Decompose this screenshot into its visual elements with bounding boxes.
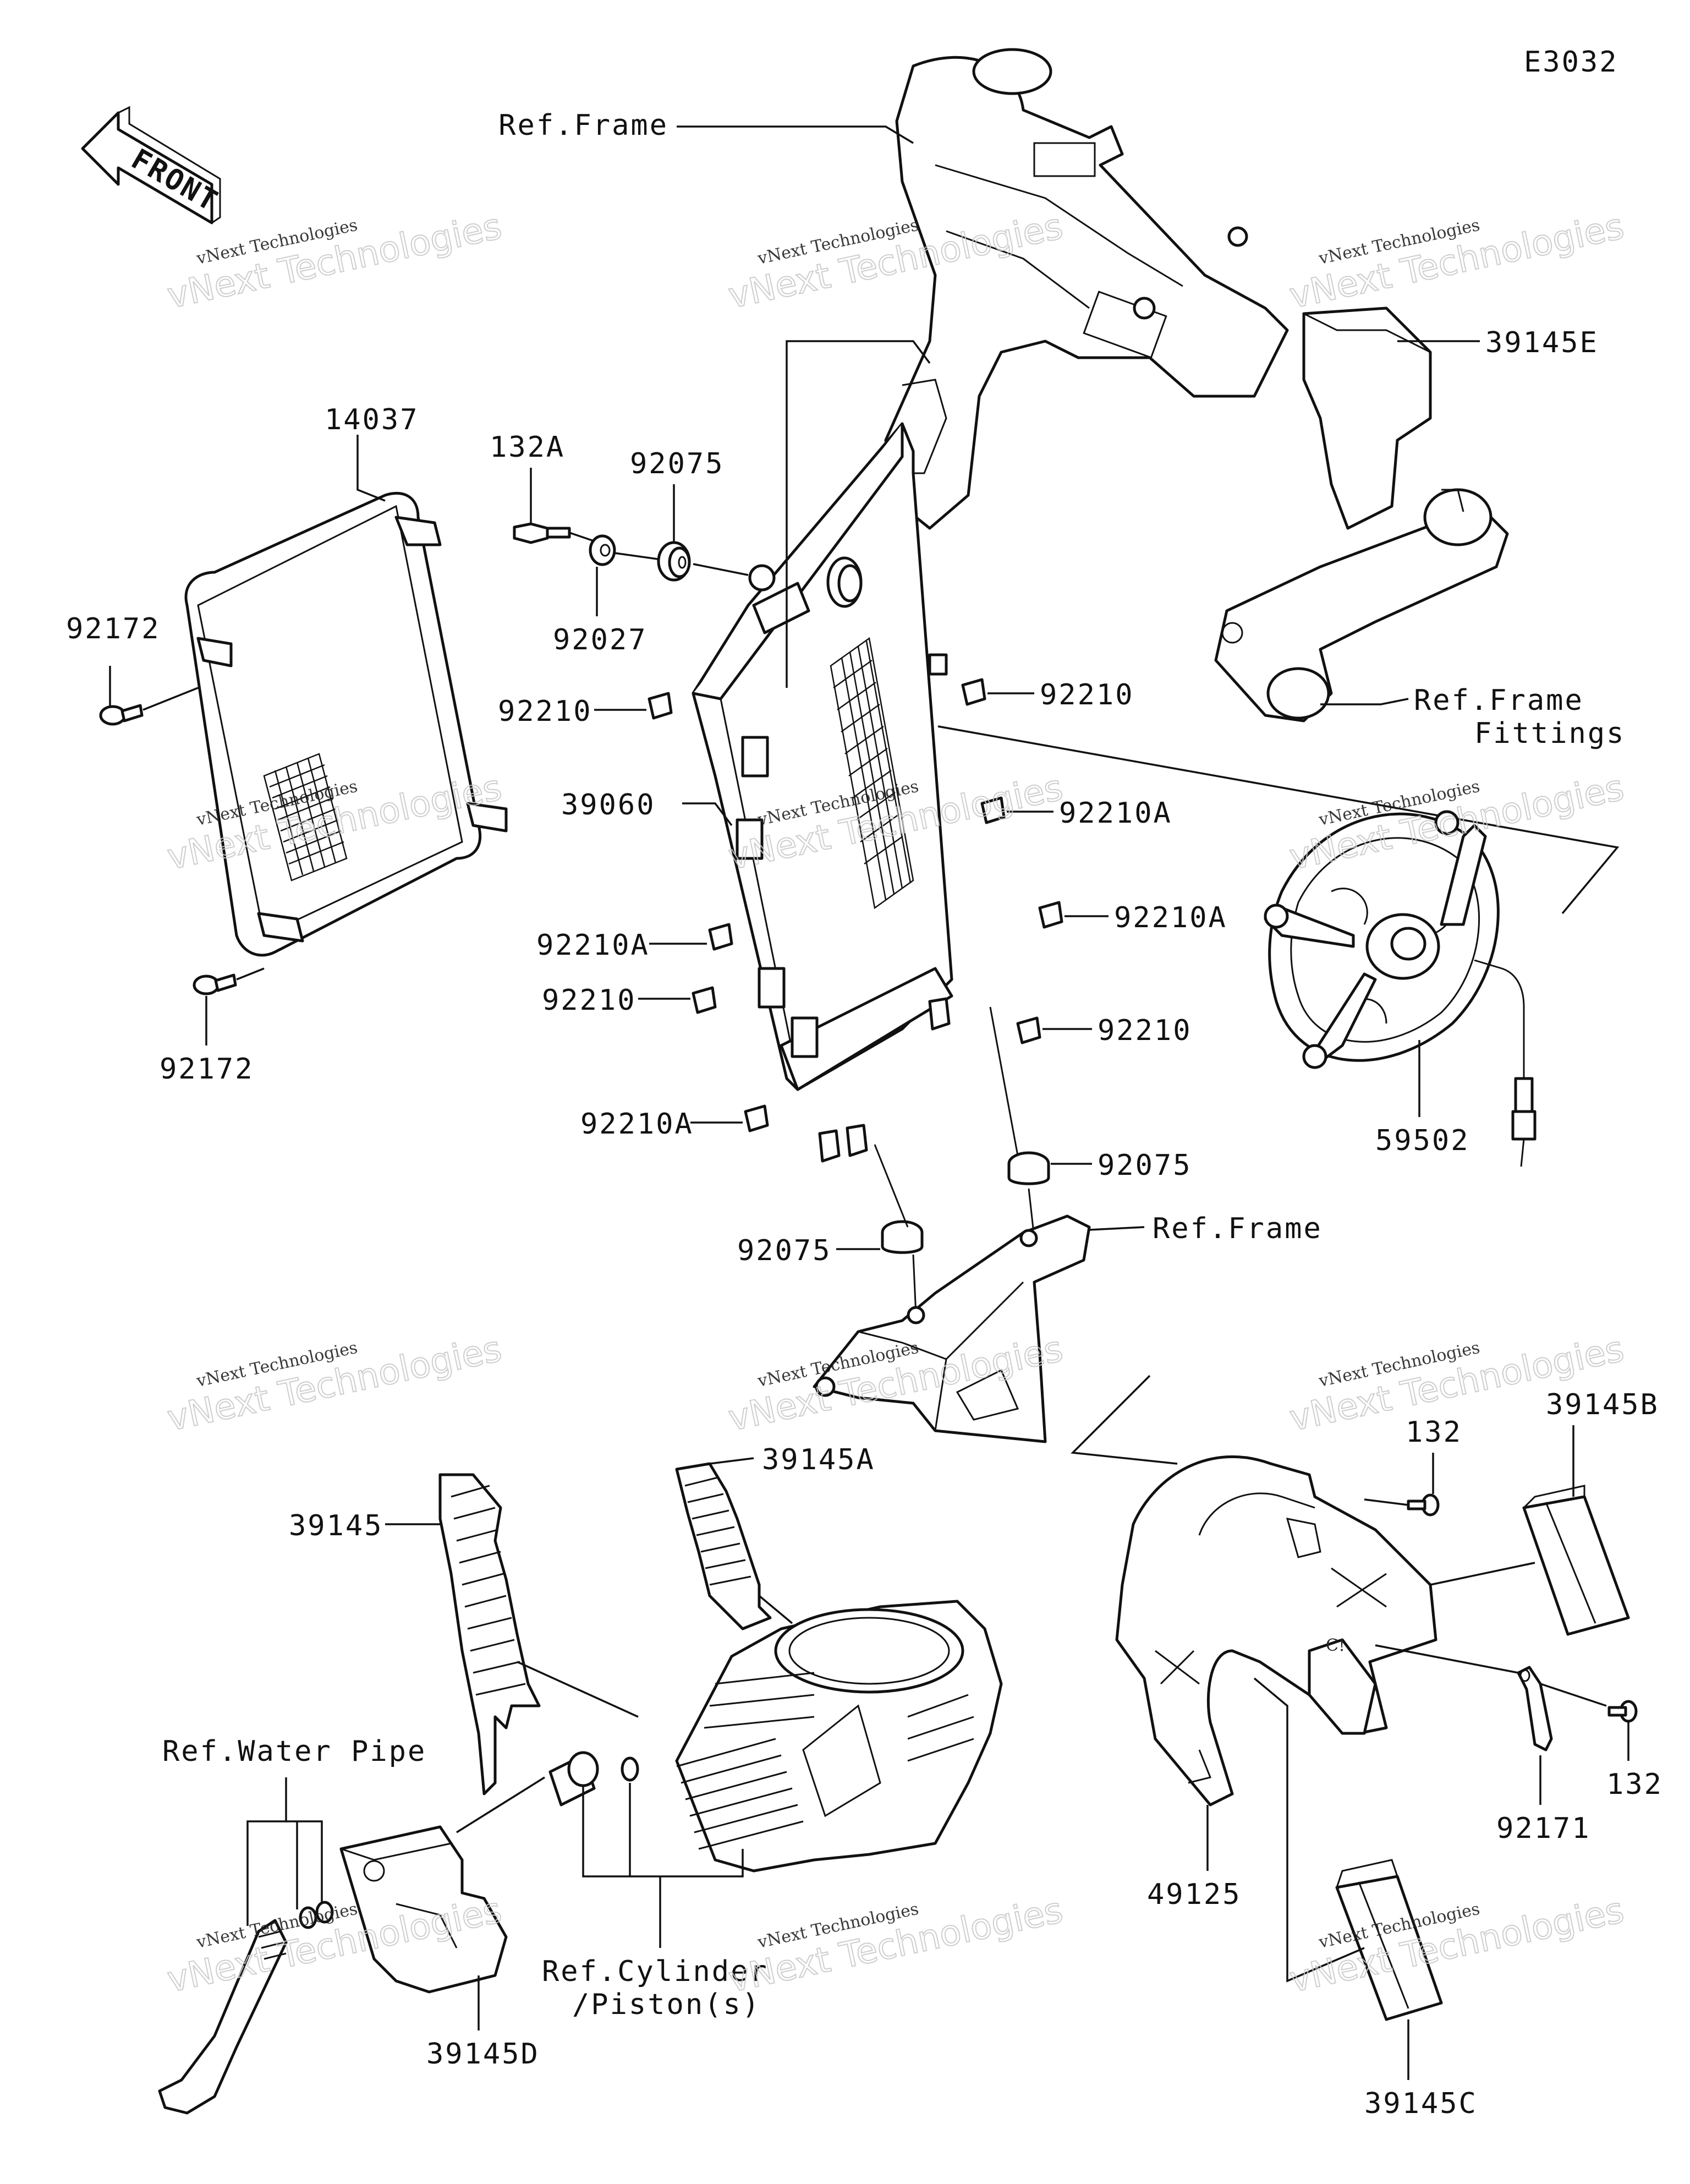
diagram-code: E3032 <box>1524 46 1618 79</box>
label-39145c: 39145C <box>1364 2087 1478 2120</box>
label-92171: 92171 <box>1496 1812 1591 1845</box>
label-39145a: 39145A <box>762 1443 875 1476</box>
cover-marking: C! <box>1326 1636 1345 1655</box>
frame-top-part <box>884 48 1289 530</box>
label-92210a-left-2: 92210A <box>580 1108 694 1141</box>
label-132a: 132A <box>490 431 565 464</box>
clip-92210a-right-1-part <box>980 796 1006 824</box>
grommet-92075-right-part <box>1007 1151 1050 1185</box>
label-132-bottom: 132 <box>1606 1768 1663 1801</box>
washer-92027-part <box>589 534 616 566</box>
cover-39145d-part <box>339 1825 508 1994</box>
frame-bracket-part <box>813 1214 1091 1443</box>
clip-92210-right-top-part <box>961 678 986 706</box>
label-92075-right: 92075 <box>1098 1149 1192 1182</box>
clip-92210a-right-2-part <box>1038 901 1063 929</box>
label-92210a-right-1: 92210A <box>1059 797 1172 830</box>
clip-92210-left-mid-part <box>692 986 717 1014</box>
grommet-92075-top-part <box>657 541 691 582</box>
label-92027: 92027 <box>553 623 648 656</box>
label-39060: 39060 <box>561 789 656 822</box>
label-ref-cylinder-1: Ref.Cylinder <box>542 1955 769 1988</box>
cover-49125-part: C! <box>1115 1455 1437 1807</box>
label-92210-left-mid: 92210 <box>542 984 637 1017</box>
cylinder-part <box>675 1600 1003 1873</box>
screw-92172-bottom-part <box>193 973 237 995</box>
label-39145: 39145 <box>289 1509 383 1542</box>
label-14037: 14037 <box>325 403 419 436</box>
cover-39145a-part <box>675 1462 772 1630</box>
radiator-39060-part <box>692 422 953 1163</box>
label-92210a-right-2: 92210A <box>1114 901 1227 934</box>
front-arrow-icon: FRONT <box>81 106 224 225</box>
label-92075-top: 92075 <box>630 447 725 480</box>
clip-92210-right-low-part <box>1016 1016 1041 1044</box>
water-fitting-part <box>548 1751 639 1807</box>
bolt-132-top-part <box>1407 1493 1440 1517</box>
label-59502: 59502 <box>1375 1124 1470 1157</box>
bolt-132-bottom-part <box>1607 1700 1638 1723</box>
label-ref-frame-fittings-2: Fittings <box>1474 717 1625 750</box>
cover-39145b-part <box>1522 1485 1630 1636</box>
label-92210a-left-1: 92210A <box>536 929 650 962</box>
label-ref-frame-mid: Ref.Frame <box>1153 1212 1323 1245</box>
label-ref-cylinder-2: /Piston(s) <box>572 1988 761 2021</box>
label-92210-right-low: 92210 <box>1098 1014 1192 1047</box>
screw-92172-top-part <box>99 704 144 726</box>
label-92210-right-top: 92210 <box>1040 678 1134 711</box>
label-ref-water-pipe: Ref.Water Pipe <box>162 1735 426 1768</box>
label-ref-frame-fittings-1: Ref.Frame <box>1414 684 1584 717</box>
clamp-92171-part <box>1517 1666 1553 1751</box>
radiator-screen-part <box>184 491 508 957</box>
label-132-top: 132 <box>1406 1416 1462 1449</box>
label-ref-frame-top: Ref.Frame <box>498 109 668 142</box>
label-92210-left-top: 92210 <box>498 695 592 728</box>
bolt-132a-part <box>513 522 571 544</box>
clip-92210-left-top-part <box>648 692 673 720</box>
clip-92210a-left-1-part <box>708 923 733 951</box>
label-92172-bottom: 92172 <box>160 1053 254 1086</box>
cover-39145c-part <box>1335 1859 1443 2021</box>
label-92075-left: 92075 <box>737 1234 832 1267</box>
cover-39145-part <box>438 1473 541 1796</box>
frame-fitting-part <box>1214 488 1509 722</box>
water-pipe-part <box>158 1901 334 2115</box>
clip-92210a-left-2-part <box>744 1104 769 1132</box>
label-39145e: 39145E <box>1485 326 1599 359</box>
fan-59502-part <box>1264 810 1537 1167</box>
grommet-92075-left-part <box>881 1220 924 1254</box>
label-49125: 49125 <box>1147 1878 1242 1911</box>
label-39145d: 39145D <box>426 2038 540 2071</box>
label-92172-top: 92172 <box>66 612 161 645</box>
label-39145b: 39145B <box>1546 1388 1659 1421</box>
